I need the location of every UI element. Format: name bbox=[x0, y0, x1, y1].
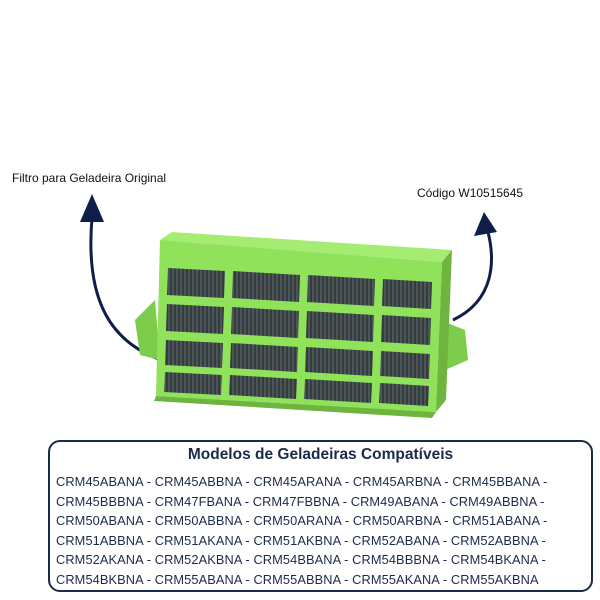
carbon-cells bbox=[164, 268, 432, 406]
models-line: CRM45BBBNA - CRM47FBANA - CRM47FBBNA - C… bbox=[56, 493, 545, 509]
models-line: CRM50ABANA - CRM50ABBNA - CRM50ARANA - C… bbox=[56, 513, 548, 529]
air-filter bbox=[135, 232, 468, 418]
compatible-models-title: Modelos de Geladeiras Compatíveis bbox=[187, 446, 454, 463]
code-label: Código W10515645 bbox=[417, 186, 524, 200]
models-line: CRM51ABBNA - CRM51AKANA - CRM51AKBNA - C… bbox=[56, 532, 546, 548]
filter-label: Filtro para Geladeira Original bbox=[12, 171, 167, 185]
compatible-models-box: Modelos de Geladeiras Compatíveis CRM45A… bbox=[48, 440, 593, 592]
models-line: CRM45ABANA - CRM45ABBNA - CRM45ARANA - C… bbox=[56, 474, 548, 489]
right-arrow bbox=[452, 212, 497, 322]
models-line: CRM54BKBNA - CRM55ABANA - CRM55ABBNA - C… bbox=[56, 571, 539, 587]
models-line: CRM52AKANA - CRM52AKBNA - CRM54BBANA - C… bbox=[56, 552, 546, 568]
